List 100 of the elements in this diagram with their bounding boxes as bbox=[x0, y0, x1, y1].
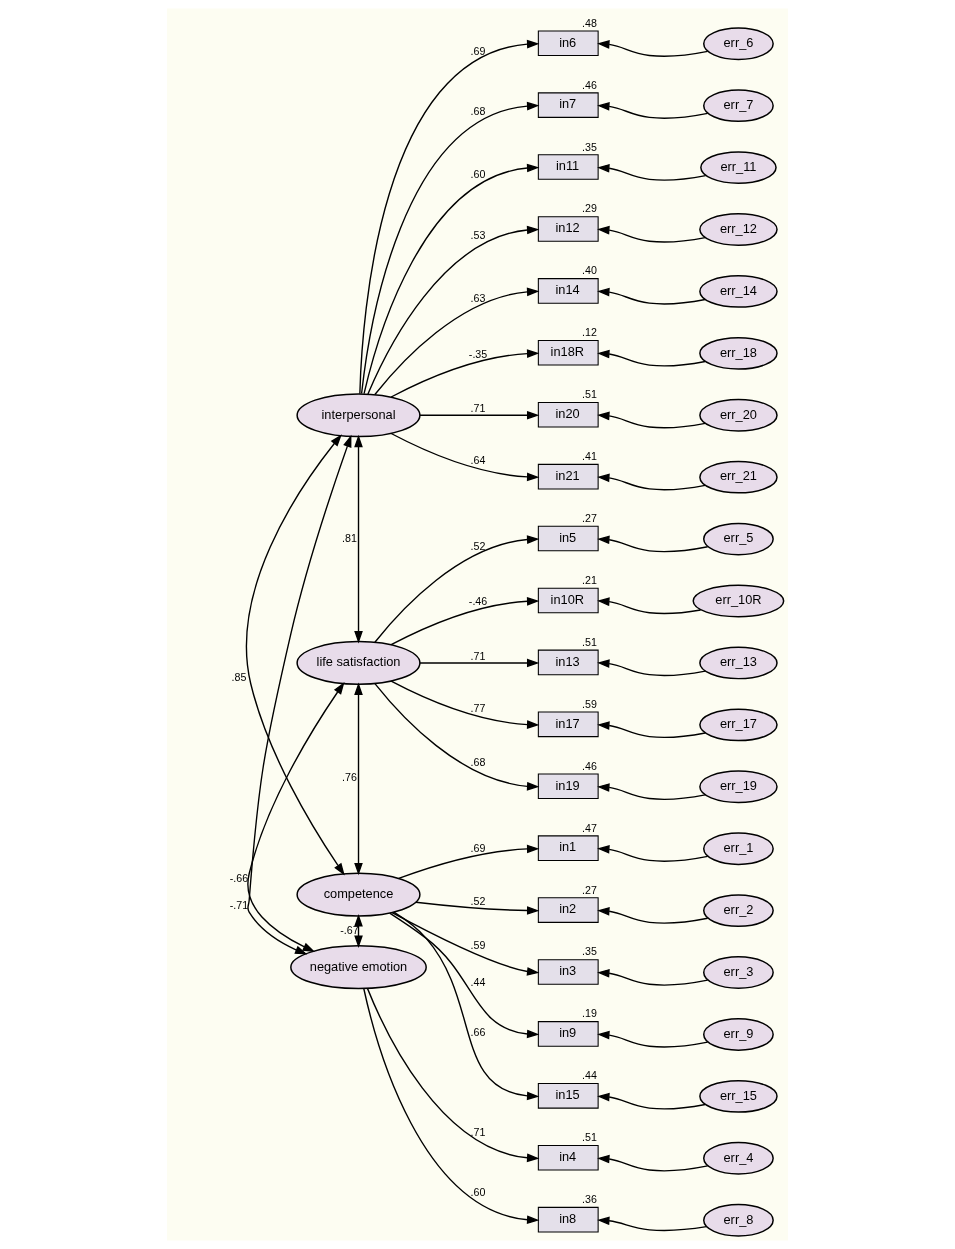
edge-label: -.46 bbox=[468, 595, 488, 608]
node-ellipse: interpersonal bbox=[296, 393, 421, 438]
arrow bbox=[597, 968, 709, 986]
arrow bbox=[245, 434, 345, 876]
arrow bbox=[390, 349, 540, 398]
node-ellipse: err_13 bbox=[699, 646, 778, 680]
arrow bbox=[597, 411, 706, 429]
node-ellipse: err_20 bbox=[699, 398, 778, 432]
arrow bbox=[363, 163, 540, 395]
arrow bbox=[354, 682, 363, 876]
node-ellipse: err_9 bbox=[703, 1018, 774, 1051]
edge-label: .66 bbox=[470, 1025, 486, 1038]
node-label: .35 bbox=[582, 140, 597, 153]
node-ellipse: err_2 bbox=[703, 894, 774, 928]
edge-label: .69 bbox=[470, 841, 486, 854]
node-ellipse: err_11 bbox=[700, 151, 777, 184]
arrow bbox=[597, 287, 706, 305]
arrow bbox=[597, 473, 706, 491]
node-ellipse: life satisfaction bbox=[296, 640, 421, 686]
node-label: .40 bbox=[582, 264, 597, 277]
edge-label: .76 bbox=[342, 771, 357, 784]
arrow bbox=[247, 682, 345, 953]
node-label: .27 bbox=[582, 512, 597, 525]
arrow bbox=[419, 658, 540, 668]
arrow bbox=[354, 434, 363, 644]
edge-label: -.35 bbox=[468, 347, 488, 360]
arrow bbox=[415, 901, 540, 915]
arrow bbox=[597, 102, 709, 119]
edge-label: .44 bbox=[470, 976, 486, 989]
node-ellipse: err_3 bbox=[703, 956, 774, 989]
arrow bbox=[363, 988, 540, 1225]
arrow bbox=[374, 682, 540, 791]
edge-label: .68 bbox=[470, 105, 486, 118]
node-ellipse: err_17 bbox=[699, 708, 778, 742]
node-ellipse: err_10R bbox=[692, 584, 785, 618]
arrow bbox=[597, 1154, 709, 1172]
arrow bbox=[597, 845, 709, 862]
arrow bbox=[366, 987, 540, 1163]
node-label: .51 bbox=[582, 388, 597, 401]
edge-label: .60 bbox=[470, 1185, 486, 1198]
edge-label: .71 bbox=[470, 649, 486, 662]
node-ellipse: err_1 bbox=[703, 832, 774, 866]
edge-label: .71 bbox=[470, 1125, 486, 1138]
node-ellipse: err_19 bbox=[699, 770, 778, 804]
edge-label: .69 bbox=[470, 45, 486, 58]
node-ellipse: competence bbox=[296, 872, 421, 917]
node-label: .29 bbox=[582, 202, 597, 215]
arrow bbox=[374, 287, 540, 396]
arrow bbox=[389, 912, 540, 1039]
node-ellipse: err_5 bbox=[703, 522, 774, 556]
node-label: .46 bbox=[582, 78, 597, 91]
edge-label: .77 bbox=[470, 702, 486, 715]
arrow bbox=[390, 680, 540, 729]
arrow bbox=[367, 225, 540, 395]
node-label: .19 bbox=[582, 1007, 597, 1020]
node-label: .44 bbox=[582, 1069, 597, 1082]
edge-label: .68 bbox=[470, 756, 486, 769]
edge-label: .64 bbox=[470, 454, 486, 467]
arrow bbox=[597, 597, 702, 615]
edge-label: -.67 bbox=[340, 923, 359, 936]
arrow bbox=[247, 434, 352, 955]
arrow bbox=[597, 1216, 708, 1232]
edge-label: .81 bbox=[342, 531, 357, 544]
arrow bbox=[597, 906, 709, 924]
node-label: .41 bbox=[582, 450, 597, 463]
arrow bbox=[398, 844, 540, 880]
arrow bbox=[597, 1092, 706, 1110]
node-ellipse: err_12 bbox=[699, 213, 778, 246]
node-label: .51 bbox=[582, 635, 597, 648]
node-label: .48 bbox=[582, 16, 597, 29]
arrow bbox=[597, 40, 709, 57]
arrow bbox=[374, 535, 540, 643]
edge-label: .52 bbox=[470, 539, 486, 552]
arrow bbox=[390, 596, 540, 646]
arrow bbox=[360, 101, 540, 395]
arrow bbox=[597, 783, 706, 800]
arrow bbox=[419, 410, 540, 420]
arrow bbox=[597, 163, 707, 181]
edge-label: .71 bbox=[470, 402, 486, 415]
node-label: .27 bbox=[582, 883, 597, 896]
arrow bbox=[391, 911, 540, 976]
arrow bbox=[597, 1030, 709, 1048]
edge-label: .85 bbox=[231, 670, 247, 683]
arrow bbox=[393, 911, 540, 1101]
arrow bbox=[359, 39, 540, 395]
node-ellipse: err_18 bbox=[699, 336, 778, 370]
arrow bbox=[597, 225, 706, 243]
node-label: .36 bbox=[582, 1193, 597, 1206]
node-label: .47 bbox=[582, 821, 597, 834]
node-ellipse: err_7 bbox=[703, 89, 774, 123]
arrow bbox=[597, 535, 709, 553]
edge-label: -.71 bbox=[229, 899, 249, 912]
node-label: .21 bbox=[582, 573, 597, 586]
arrow bbox=[597, 659, 706, 677]
edge-label: .59 bbox=[470, 939, 486, 952]
node-ellipse: err_15 bbox=[699, 1079, 778, 1113]
node-ellipse: err_21 bbox=[699, 460, 778, 494]
arrow bbox=[597, 721, 706, 739]
edge-label: .60 bbox=[470, 168, 486, 181]
node-label: .46 bbox=[582, 759, 597, 772]
